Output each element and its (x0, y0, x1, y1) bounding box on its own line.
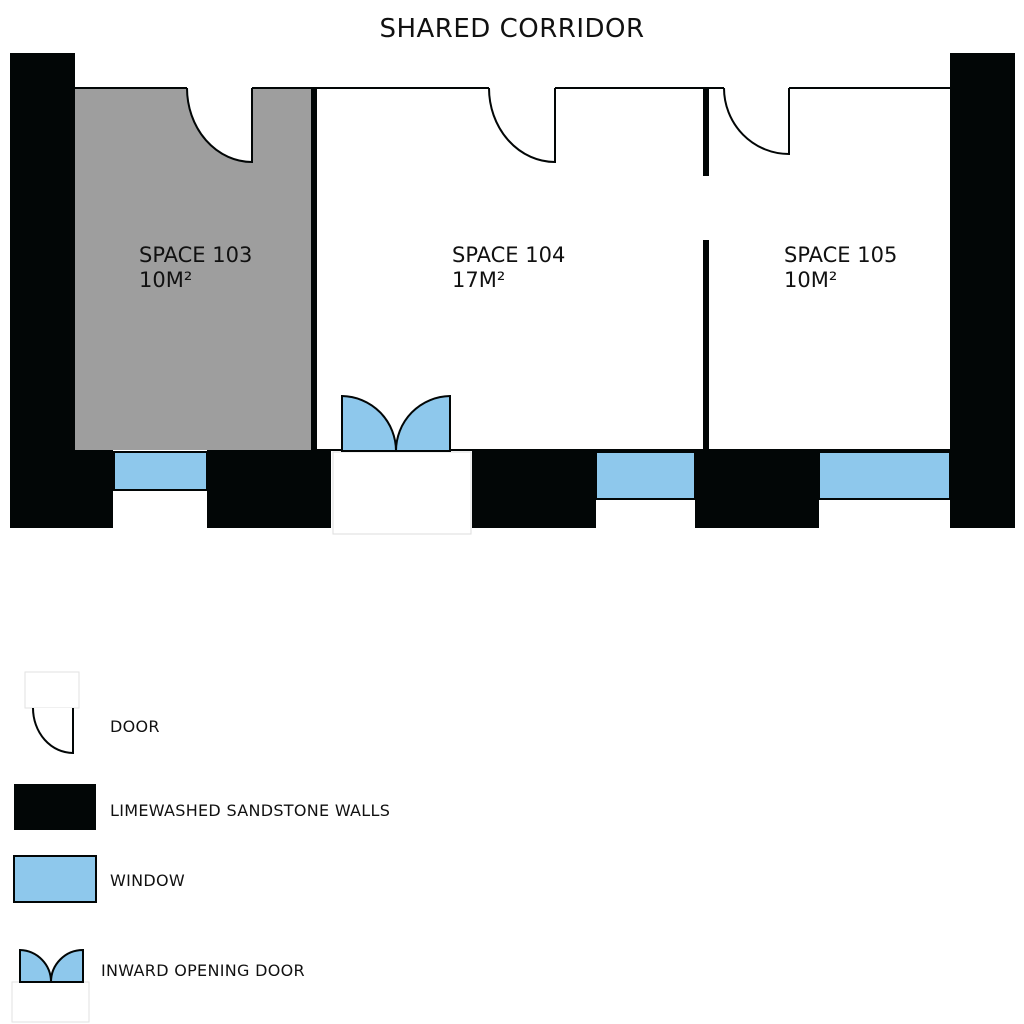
legend-window-swatch (13, 855, 97, 903)
legend-inward-door-frame (11, 981, 90, 1023)
room-label-103: SPACE 103 10M² (139, 243, 252, 293)
legend-walls-label: LIMEWASHED SANDSTONE WALLS (110, 801, 391, 820)
partition-104-105-lower (703, 240, 709, 450)
legend-inward-door-label: INWARD OPENING DOOR (101, 961, 305, 980)
outer-wall-right (950, 53, 1015, 528)
inward-opening-door (341, 394, 451, 452)
outer-wall-left (10, 53, 75, 528)
outer-wall-left-foot (10, 450, 113, 528)
window-104 (595, 451, 696, 500)
room-label-104: SPACE 104 17M² (452, 243, 565, 293)
legend-window-label: WINDOW (110, 871, 186, 890)
legend-door-icon (32, 707, 74, 755)
bottom-wall-2 (472, 450, 596, 528)
bottom-wall-3 (695, 450, 819, 528)
partition-104-105-upper (703, 88, 709, 176)
window-103 (113, 451, 208, 491)
legend-door-frame (24, 671, 80, 709)
room-area: 10M² (784, 268, 838, 292)
partition-103-104 (311, 88, 317, 450)
legend (11, 671, 97, 1023)
corridor-label: SHARED CORRIDOR (379, 14, 645, 44)
door-105-swing (723, 87, 790, 156)
bottom-wall-1 (207, 450, 331, 528)
room-label-105: SPACE 105 10M² (784, 243, 897, 293)
room-area: 10M² (139, 268, 193, 292)
legend-door-label: DOOR (110, 717, 160, 736)
entrance-opening (332, 451, 472, 535)
room-area: 17M² (452, 268, 506, 292)
legend-inward-door-icon (19, 948, 84, 983)
room-name: SPACE 104 (452, 243, 566, 267)
space-103-fill (75, 88, 312, 450)
door-104-swing (488, 87, 556, 164)
legend-wall-swatch (14, 784, 96, 830)
room-name: SPACE 105 (784, 243, 898, 267)
room-name: SPACE 103 (139, 243, 253, 267)
door-103-swing (186, 87, 253, 164)
window-105 (818, 451, 951, 500)
